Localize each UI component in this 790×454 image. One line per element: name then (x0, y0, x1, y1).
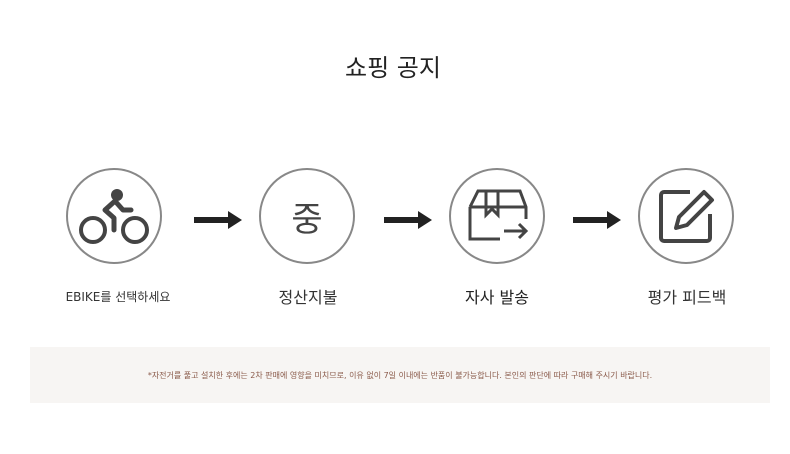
edit-review-icon (659, 190, 714, 243)
payment-icon: 중 (291, 199, 323, 240)
arrow-right-icon (384, 211, 432, 229)
bicycle-icon (79, 189, 149, 244)
arrow-right-icon (194, 211, 242, 229)
page-title: 쇼핑 공지 (345, 54, 441, 82)
step-label: 평가 피드백 (647, 288, 727, 307)
step-label: EBIKE를 선택하세요 (65, 290, 171, 304)
step-select-ebike (66, 168, 162, 264)
step-label: 정산지불 (278, 288, 338, 307)
step-review (638, 168, 734, 264)
notice-text: *자전거를 풀고 설치한 후에는 2차 판매에 영향을 미치므로, 이유 없이 … (147, 370, 653, 380)
step-shipping (449, 168, 545, 264)
step-label: 자사 발송 (465, 288, 529, 307)
return-policy-notice: *자전거를 풀고 설치한 후에는 2차 판매에 영향을 미치므로, 이유 없이 … (30, 347, 770, 403)
step-payment: 중 (259, 168, 355, 264)
arrow-right-icon (573, 211, 621, 229)
box-shipping-icon (468, 189, 529, 241)
